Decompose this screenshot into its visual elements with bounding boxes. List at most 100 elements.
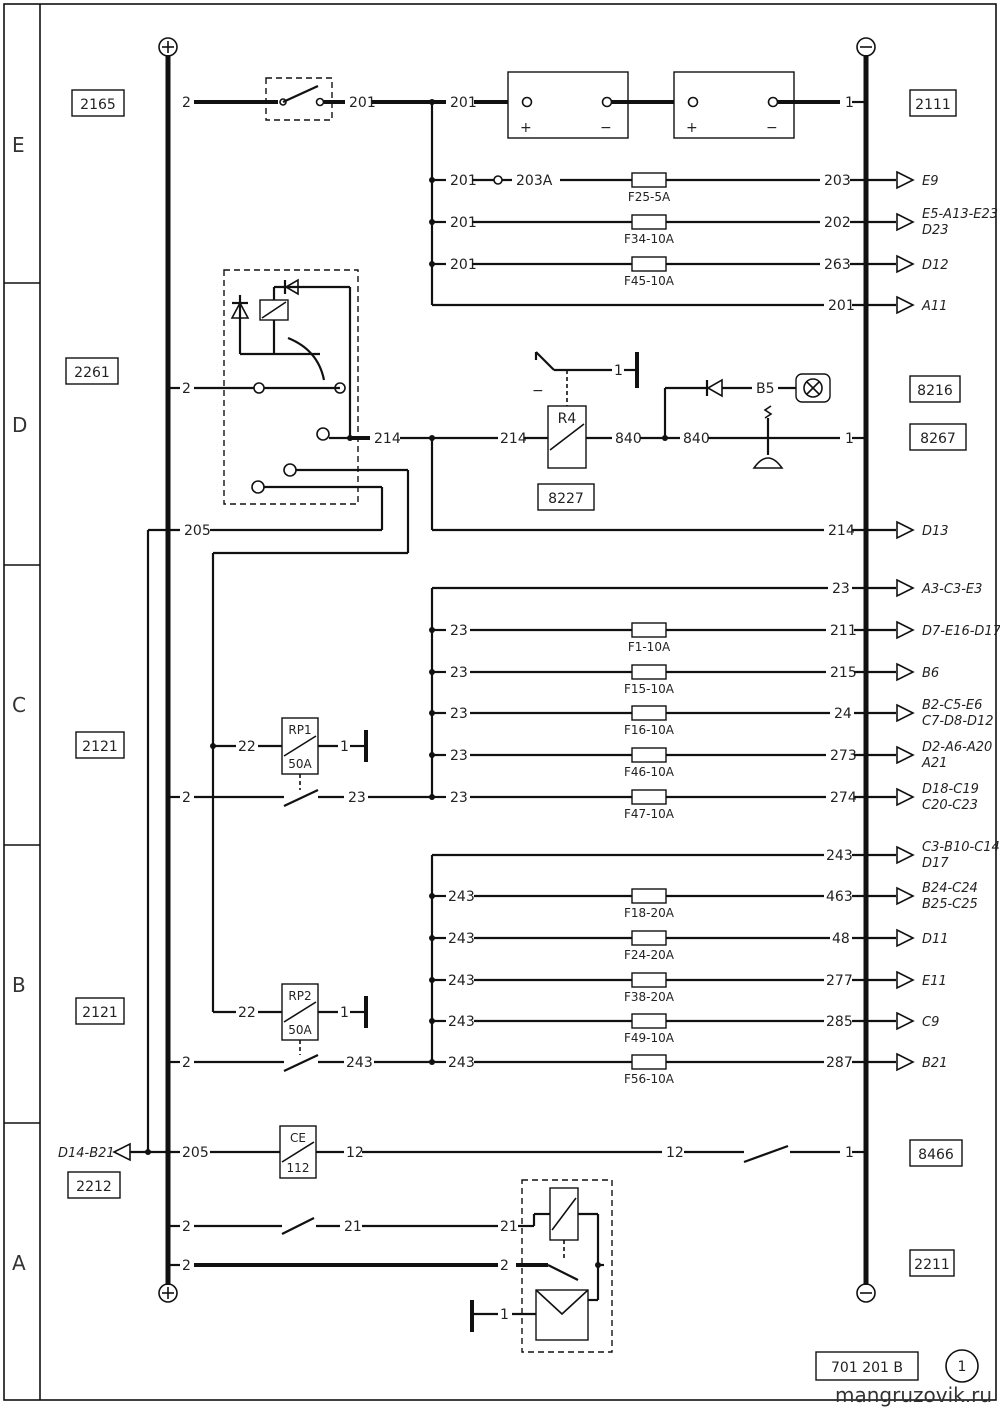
sheet-border xyxy=(3,3,997,1401)
fuse-f45-label: F45-10A xyxy=(624,274,675,288)
relay-rp2-contact xyxy=(283,1054,319,1072)
wire-label: 12 xyxy=(666,1145,684,1161)
wire-label: 214 xyxy=(828,523,855,539)
output-arrow xyxy=(896,1011,915,1031)
wire-label: 23 xyxy=(832,581,850,597)
connector-2121-c xyxy=(75,731,125,759)
wire-label: 203 xyxy=(824,173,851,189)
fuse-f45 xyxy=(631,256,667,272)
fuse-f49-label: F49-10A xyxy=(624,1031,675,1045)
wire-label: 1 xyxy=(340,1005,349,1021)
ref-a21: A21 xyxy=(921,756,947,771)
ref-d12: D12 xyxy=(922,258,949,273)
connector-2212-label: 2212 xyxy=(76,1179,112,1195)
relay-rp2-rating: 50A xyxy=(288,1023,312,1037)
fuse-f18-label: F18-20A xyxy=(624,906,675,920)
wire-label: 201 xyxy=(828,298,855,314)
wire-label: 201 xyxy=(450,215,477,231)
battery-1 xyxy=(507,71,629,139)
wire-label: 1 xyxy=(845,431,854,447)
wire-label: 201 xyxy=(450,257,477,273)
wire-label: 285 xyxy=(826,1014,853,1030)
battery-2-plus: + xyxy=(686,120,698,136)
circuit-row: 243 F18-20A 463 B24-C24 B25-C25 xyxy=(429,881,978,920)
sheet-number-circle xyxy=(945,1349,979,1383)
wire-label: 201 xyxy=(349,95,376,111)
relay-r4-minus: − xyxy=(532,383,544,399)
fuse-f46 xyxy=(631,747,667,763)
diode-icon xyxy=(284,278,299,296)
diode-icon xyxy=(706,378,723,398)
wire-label: 12 xyxy=(346,1145,364,1161)
circuit-row: 23 F16-10A 24 B2-C5-E6 C7-D8-D12 xyxy=(429,698,994,737)
fuse-f34-label: F34-10A xyxy=(624,232,675,246)
starter-contact xyxy=(547,1264,579,1281)
battery-switch-box xyxy=(265,77,333,121)
wire-label: 205 xyxy=(182,1145,209,1161)
circuit-row: 243 F49-10A 285 C9 xyxy=(429,1011,939,1045)
fuse-f49 xyxy=(631,1013,667,1029)
watermark: mangruzovik.ru xyxy=(835,1383,992,1407)
connector-8216-label: 8216 xyxy=(917,383,953,399)
circuit-row: 23 F46-10A 273 D2-A6-A20 A21 xyxy=(429,740,992,779)
fuse-f24 xyxy=(631,930,667,946)
relay-ce-label: CE xyxy=(290,1131,306,1145)
connector-2121-b xyxy=(75,997,125,1025)
output-arrow xyxy=(896,703,915,723)
ref-e11: E11 xyxy=(922,974,947,989)
sheet-number: 1 xyxy=(958,1359,967,1375)
wire-label: 263 xyxy=(824,257,851,273)
relay-rp2-label: RP2 xyxy=(288,989,311,1003)
wire-label: 211 xyxy=(830,623,857,639)
wire-label: 202 xyxy=(824,215,851,231)
wire-label: 23 xyxy=(450,665,468,681)
connector-8227 xyxy=(537,483,595,511)
connector-2261 xyxy=(65,357,119,385)
ref-b2: B2-C5-E6 xyxy=(922,698,982,713)
output-arrow xyxy=(896,928,915,948)
connector-2211-label: 2211 xyxy=(914,1257,950,1273)
wire-label: 22 xyxy=(238,1005,256,1021)
wire-label: 24 xyxy=(834,706,852,722)
wire-label: 2 xyxy=(500,1258,509,1274)
output-arrow xyxy=(896,970,915,990)
relay-ce-number: 112 xyxy=(287,1161,310,1175)
fuse-f24-label: F24-20A xyxy=(624,948,675,962)
positive-bus-top-terminal xyxy=(158,37,178,57)
connector-2121-b-label: 2121 xyxy=(82,1005,118,1021)
ref-d13: D13 xyxy=(922,524,949,539)
fuse-f56-label: F56-10A xyxy=(624,1072,675,1086)
connector-2165-label: 2165 xyxy=(80,97,116,113)
wire-label: 22 xyxy=(238,739,256,755)
battery-1-minus: − xyxy=(600,120,612,136)
connector-8267-label: 8267 xyxy=(920,431,956,447)
fuse-f25 xyxy=(631,172,667,188)
wire-label: 1 xyxy=(500,1307,509,1323)
wire-label: 205 xyxy=(184,523,211,539)
component-b5-label: B5 xyxy=(756,381,775,397)
diode-icon xyxy=(230,301,250,319)
fuse-f15-label: F15-10A xyxy=(624,682,675,696)
wire-label: 2 xyxy=(182,95,191,111)
ref-d7: D7-E16-D17 xyxy=(922,624,1000,639)
ref-b21: B21 xyxy=(922,1056,947,1071)
ignition-switch-box xyxy=(223,269,359,505)
circuit-row: 243 F24-20A 48 D11 xyxy=(429,928,949,962)
wire-label: 1 xyxy=(845,95,854,111)
fuse-f16 xyxy=(631,705,667,721)
wire-label: 214 xyxy=(374,431,401,447)
wire-label: 201 xyxy=(450,173,477,189)
ref-d23: D23 xyxy=(922,223,949,238)
fuse-f1 xyxy=(631,622,667,638)
wire-label: 23 xyxy=(450,706,468,722)
ref-b6: B6 xyxy=(922,666,939,681)
fuse-f18 xyxy=(631,888,667,904)
ref-e9: E9 xyxy=(922,174,939,189)
fuse-f47 xyxy=(631,789,667,805)
wire-label: 243 xyxy=(826,848,853,864)
output-arrow xyxy=(896,787,915,807)
wire-label: 23 xyxy=(450,623,468,639)
wire-label: 21 xyxy=(500,1219,518,1235)
connector-8227-label: 8227 xyxy=(548,491,584,507)
circuit-row: 23 F1-10A 211 D7-E16-D17 xyxy=(429,620,1000,654)
